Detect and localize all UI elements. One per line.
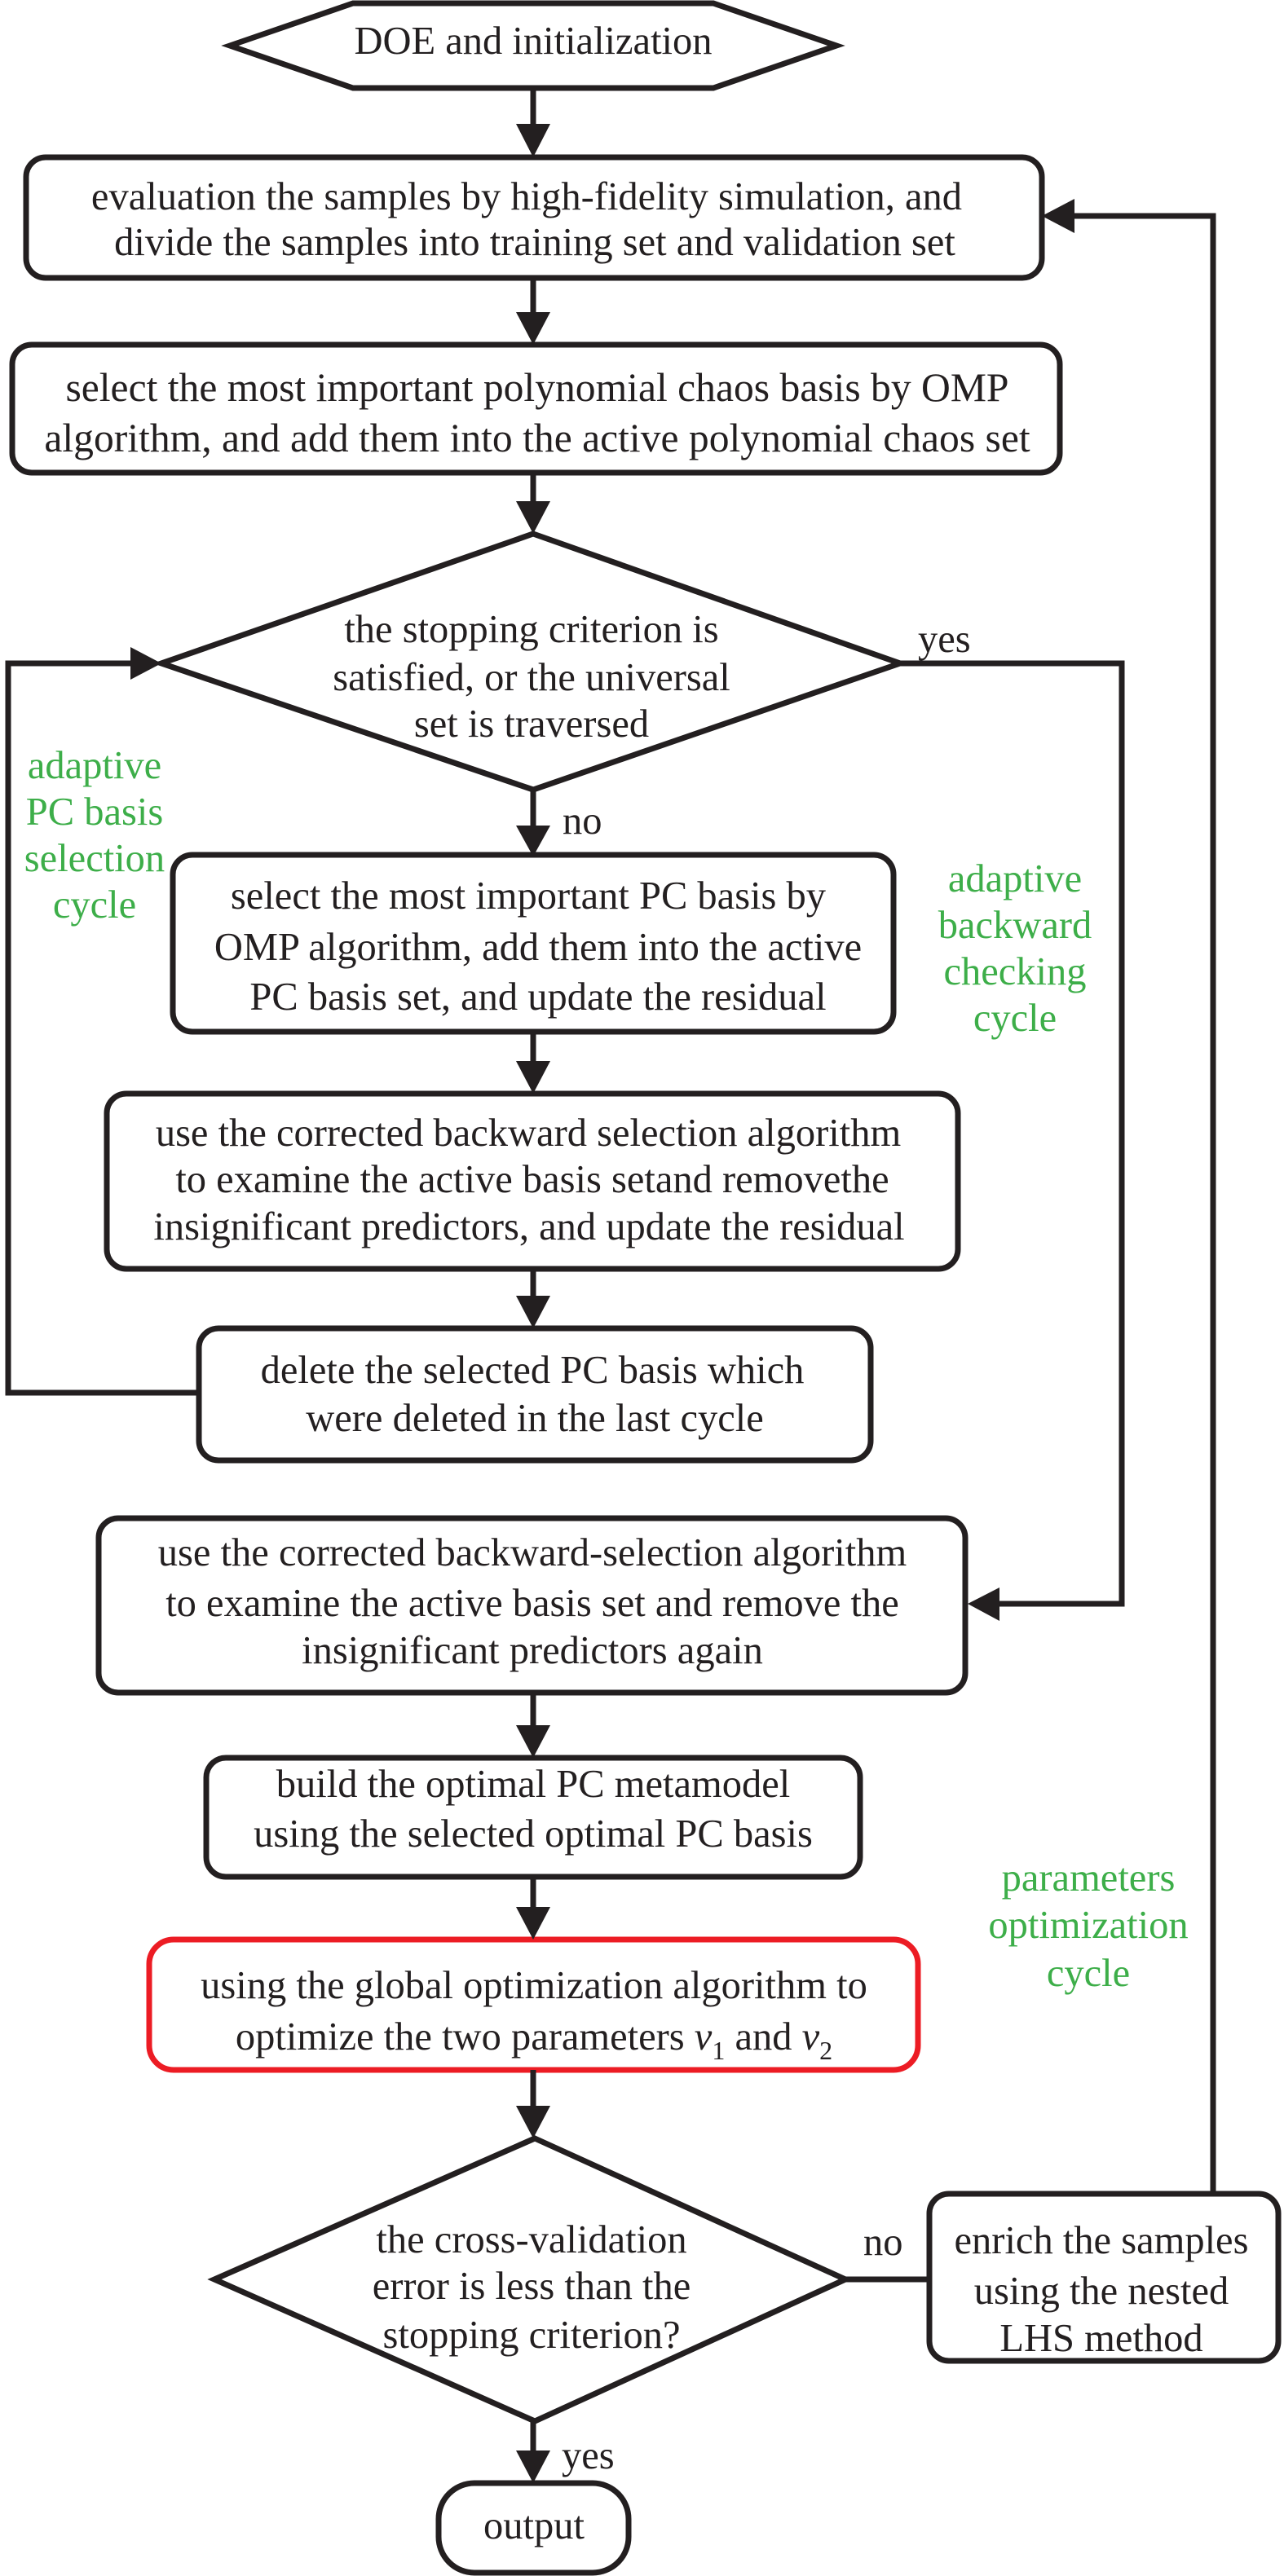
svg-text:satisfied, or the universal: satisfied, or the universal <box>333 656 730 699</box>
svg-text:to examine the active basis se: to examine the active basis set and remo… <box>165 1582 899 1625</box>
svg-text:cycle: cycle <box>1047 1952 1130 1995</box>
svg-text:selection: selection <box>24 837 165 880</box>
svg-text:algorithm, and add them into t: algorithm, and add them into the active … <box>44 416 1030 460</box>
svg-text:LHS method: LHS method <box>999 2317 1202 2360</box>
svg-text:no: no <box>563 799 602 843</box>
svg-text:cycle: cycle <box>973 997 1057 1040</box>
svg-text:delete the selected PC basis w: delete the selected PC basis which <box>261 1349 805 1392</box>
svg-text:the cross-validation: the cross-validation <box>376 2218 686 2261</box>
svg-text:enrich the samples: enrich the samples <box>955 2219 1249 2262</box>
svg-text:evaluation the samples by high: evaluation the samples by high-fidelity … <box>91 175 962 218</box>
svg-text:using the global optimization: using the global optimization algorithm … <box>201 1964 867 2007</box>
svg-text:yes: yes <box>918 618 971 661</box>
svg-text:divide the samples into traini: divide the samples into training set and… <box>114 221 955 264</box>
svg-text:build the optimal PC metamodel: build the optimal PC metamodel <box>276 1763 790 1806</box>
svg-text:set is traversed: set is traversed <box>414 702 649 746</box>
svg-text:adaptive: adaptive <box>28 744 161 787</box>
svg-text:backward: backward <box>938 904 1092 947</box>
svg-text:were deleted in the last cycle: were deleted in the last cycle <box>306 1397 764 1440</box>
svg-text:cycle: cycle <box>53 883 136 927</box>
svg-text:output: output <box>483 2504 585 2547</box>
svg-text:use the corrected backward sel: use the corrected backward selection alg… <box>156 1112 901 1155</box>
svg-text:adaptive: adaptive <box>948 857 1082 900</box>
svg-text:the stopping criterion is: the stopping criterion is <box>344 608 718 651</box>
svg-text:error is less than the: error is less than the <box>373 2265 691 2308</box>
svg-text:PC basis: PC basis <box>26 790 163 834</box>
svg-text:checking: checking <box>943 950 1086 993</box>
svg-text:insignificant predictors again: insignificant predictors again <box>302 1629 763 1672</box>
svg-text:OMP algorithm, add them into t: OMP algorithm, add them into the active <box>214 926 862 969</box>
svg-text:to examine the active basis se: to examine the active basis setand remov… <box>175 1158 889 1201</box>
svg-text:no: no <box>863 2221 903 2264</box>
svg-text:stopping criterion?: stopping criterion? <box>382 2314 680 2357</box>
svg-text:DOE and initialization: DOE and initialization <box>354 20 712 63</box>
svg-text:select the most important PC b: select the most important PC basis by <box>231 874 827 918</box>
svg-text:using the nested: using the nested <box>974 2270 1229 2313</box>
svg-text:insignificant predictors, and: insignificant predictors, and update the… <box>153 1205 904 1248</box>
svg-text:use the corrected backward-sel: use the corrected backward-selection alg… <box>158 1531 907 1574</box>
svg-text:optimization: optimization <box>988 1904 1188 1947</box>
svg-text:select the most important poly: select the most important polynomial cha… <box>65 365 1008 410</box>
svg-text:yes: yes <box>562 2434 615 2477</box>
svg-text:PC basis set, and update the r: PC basis set, and update the residual <box>249 975 826 1019</box>
svg-text:using the selected optimal PC: using the selected optimal PC basis <box>254 1812 813 1856</box>
svg-text:optimize the two parameters v1: optimize the two parameters v1 and v2 <box>236 2015 832 2065</box>
svg-text:parameters: parameters <box>1002 1856 1176 1900</box>
